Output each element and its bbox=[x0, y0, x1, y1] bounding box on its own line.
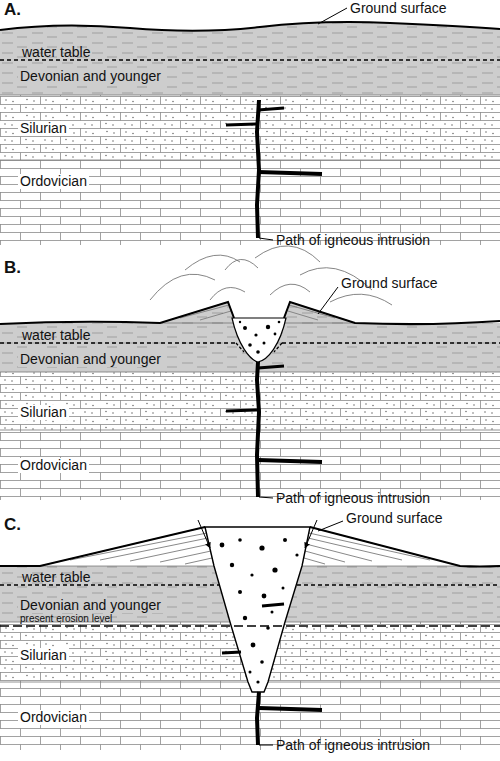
line-label: water table bbox=[22, 45, 90, 60]
line-label: water table bbox=[22, 570, 90, 585]
layer-name: Devonian and younger bbox=[18, 598, 163, 613]
layer-name: Ordovician bbox=[18, 174, 89, 189]
panel-letter: A. bbox=[4, 1, 21, 20]
rock-layer: Devonian and younger bbox=[18, 350, 163, 368]
layer-name: Devonian and younger bbox=[18, 352, 163, 367]
layer-name: Ordovician bbox=[18, 458, 89, 473]
layer-name: Silurian bbox=[18, 121, 69, 136]
rock-layer: Ordovician bbox=[18, 172, 89, 190]
rock-layer: Silurian bbox=[18, 119, 69, 137]
layer-name: Silurian bbox=[18, 405, 69, 420]
rock-layer: Ordovician bbox=[18, 708, 89, 726]
panel-letter: B. bbox=[4, 259, 21, 278]
line-label: water table bbox=[22, 328, 90, 343]
callout-label: Path of igneous intrusion bbox=[276, 491, 430, 506]
layer-name: Devonian and younger bbox=[18, 69, 163, 84]
rock-layer: Devonian and younger bbox=[18, 596, 163, 614]
rock-layer: Ordovician bbox=[18, 456, 89, 474]
panel-a bbox=[0, 8, 500, 245]
line-label: present erosion level bbox=[20, 613, 112, 624]
panel-b bbox=[0, 246, 500, 500]
panel-letter: C. bbox=[4, 516, 21, 535]
panel-c bbox=[0, 520, 500, 750]
layer-name: Silurian bbox=[18, 648, 69, 663]
callout-label: Path of igneous intrusion bbox=[276, 738, 430, 753]
callout-label: Path of igneous intrusion bbox=[276, 233, 430, 248]
rock-layer: Silurian bbox=[18, 646, 69, 664]
layer-name: Ordovician bbox=[18, 710, 89, 725]
callout-label: Ground surface bbox=[350, 1, 447, 16]
callout-label: Ground surface bbox=[346, 511, 443, 526]
rock-layer: Silurian bbox=[18, 403, 69, 421]
callout-label: Ground surface bbox=[341, 276, 438, 291]
rock-layer: Devonian and younger bbox=[18, 67, 163, 85]
